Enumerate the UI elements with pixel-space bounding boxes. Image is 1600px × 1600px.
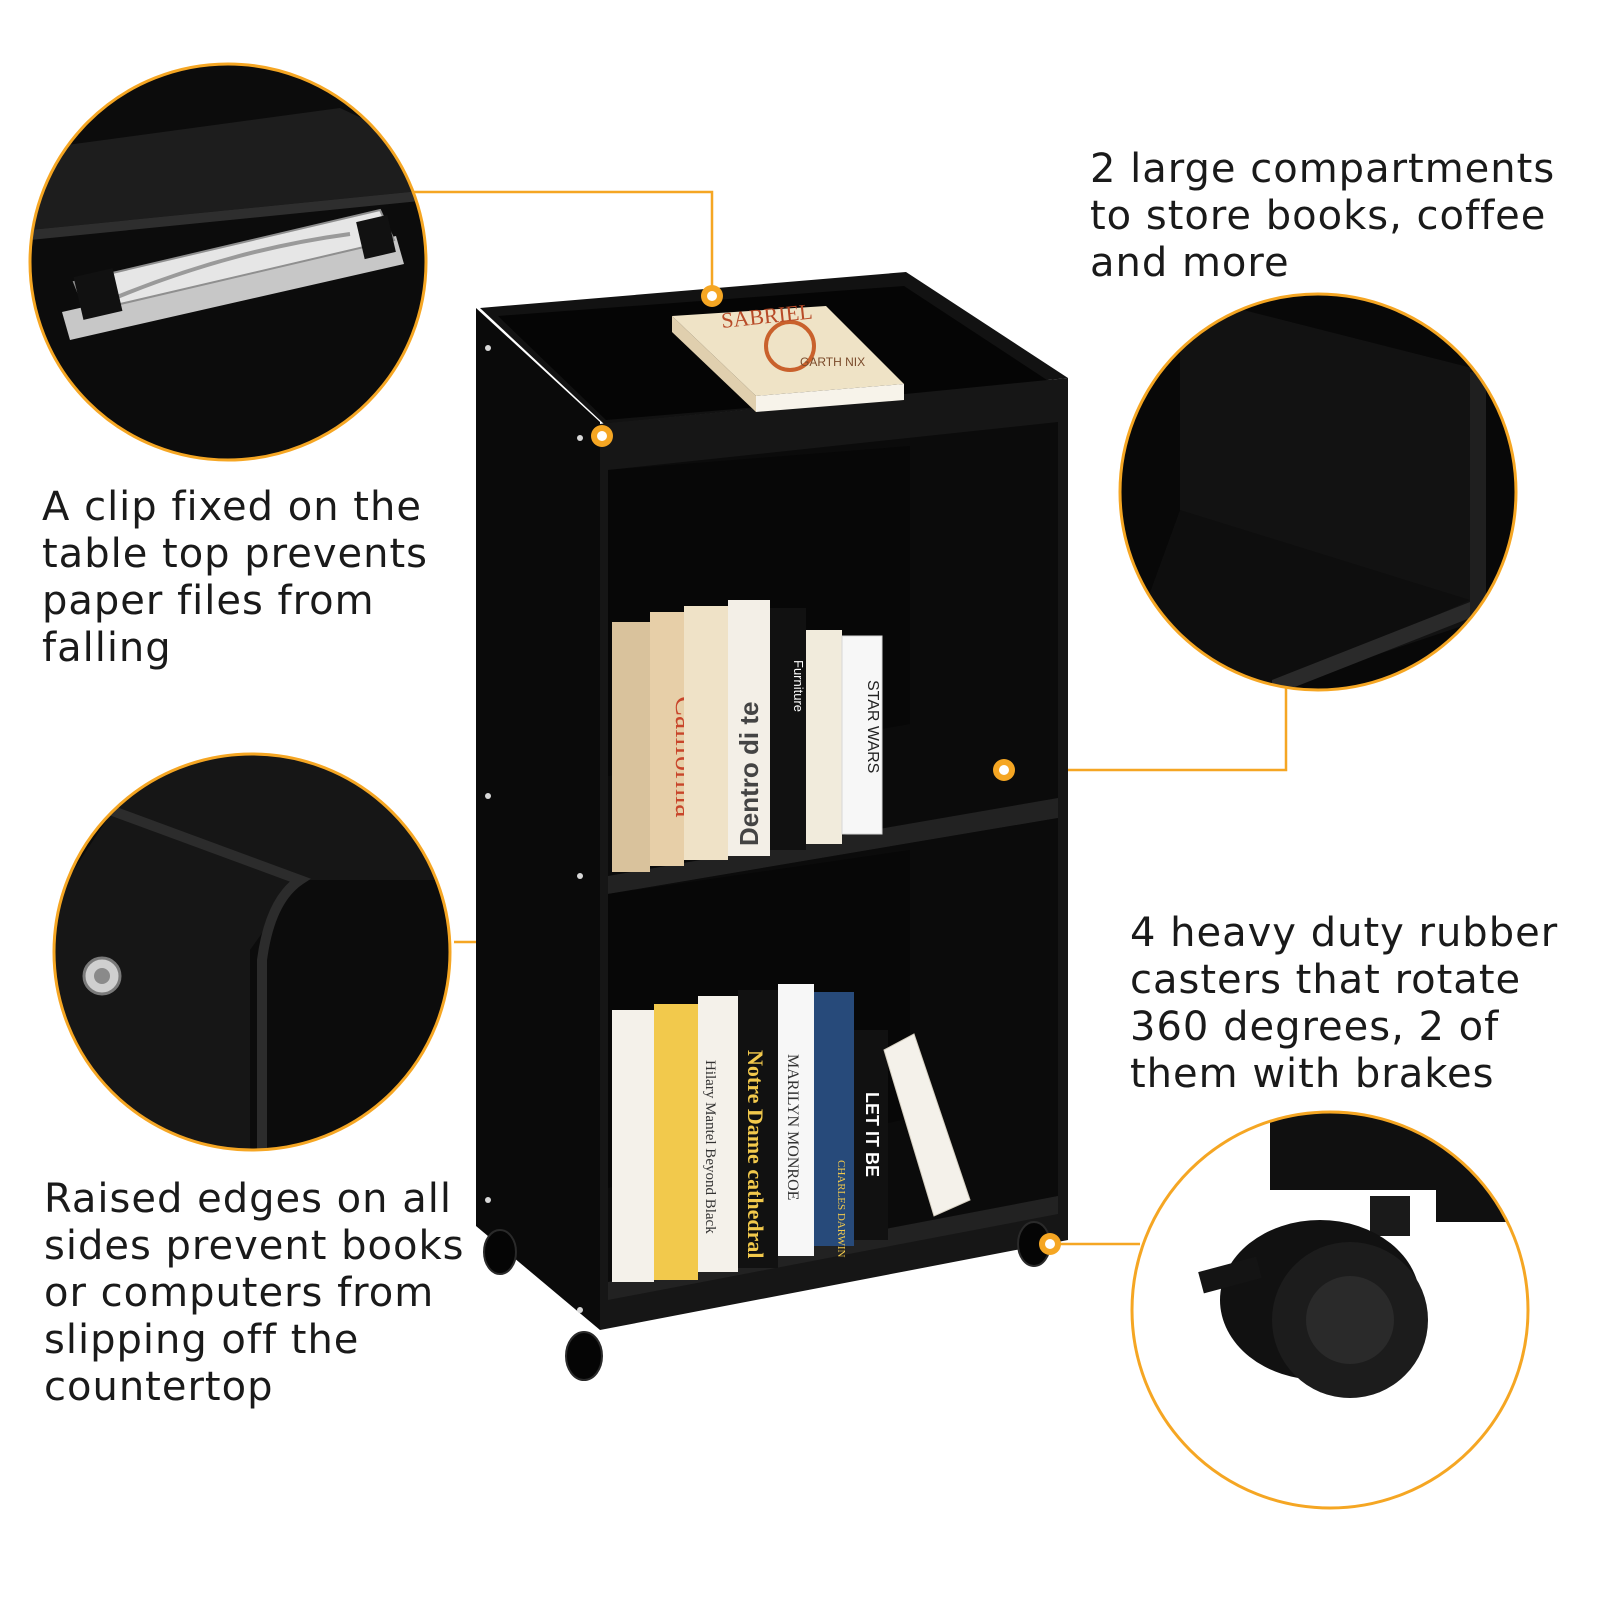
bottom-book-spine-4: CHARLES DARWIN xyxy=(835,1160,847,1258)
detail-circle-caster xyxy=(1130,1110,1530,1510)
bottom-book-spine-5: LET IT BE xyxy=(862,1092,882,1177)
top-book-author: GARTH NIX xyxy=(800,355,865,369)
caption-raised-edges: Raised edges on all sides prevent books … xyxy=(44,1176,465,1410)
bottom-book-spine-3: MARILYN MONROE xyxy=(784,1054,801,1200)
middle-book-spine-3: Furniture xyxy=(791,660,806,712)
books-bottom-shelf: Hilary Mantel Beyond Black Notre Dame ca… xyxy=(612,984,971,1282)
leader-clip xyxy=(414,190,714,296)
leader-compartments xyxy=(1004,688,1288,772)
callout-dots xyxy=(591,285,1061,1255)
book-top: SABRIEL GARTH NIX xyxy=(672,299,904,412)
caster-wheels xyxy=(483,1221,1051,1381)
bottom-book-spine-2: Notre Dame cathedral xyxy=(743,1050,768,1259)
caption-compartments: 2 large compartments to store books, cof… xyxy=(1090,146,1556,286)
detail-circle-clip xyxy=(28,62,428,462)
caption-clip: A clip fixed on the table top prevents p… xyxy=(42,484,429,671)
detail-circle-compartment xyxy=(1118,292,1518,692)
caster-wheel-icon xyxy=(1198,1220,1428,1398)
middle-shelf xyxy=(608,798,1058,894)
cabinet-side-panel xyxy=(476,308,600,1330)
detail-circle-edges xyxy=(52,752,452,1152)
bottom-book-spine-1: Hilary Mantel Beyond Black xyxy=(702,1060,718,1234)
middle-book-spine-2: Dentro di te xyxy=(734,702,764,846)
bottom-shelf xyxy=(608,1196,1058,1300)
clipboard-clip-icon xyxy=(62,208,404,340)
middle-book-spine-4: STAR WARS xyxy=(864,680,881,773)
caption-casters: 4 heavy duty rubber casters that rotate … xyxy=(1130,910,1559,1097)
books-middle-shelf: California Dentro di te Furniture STAR W… xyxy=(612,600,883,872)
